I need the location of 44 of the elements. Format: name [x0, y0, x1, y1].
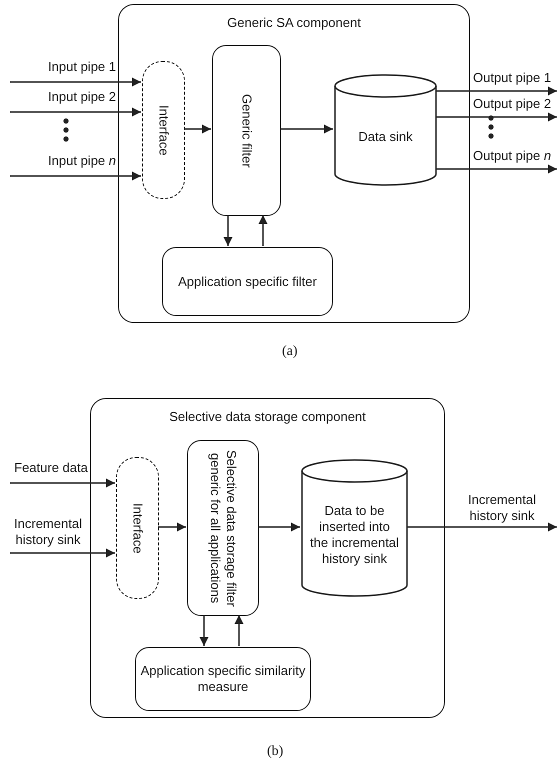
arrow — [10, 172, 141, 180]
arrow — [10, 108, 141, 116]
node-label: Data to be inserted into the incremental history sink — [309, 503, 400, 567]
arrow — [184, 124, 211, 134]
panel-caption: (a) — [282, 343, 298, 361]
arrow — [258, 215, 268, 246]
edge-label: Input pipe 2 — [48, 89, 116, 105]
arrow — [407, 522, 557, 532]
arrow — [10, 78, 141, 86]
arrow — [436, 86, 557, 96]
node-label: Application specific filter — [178, 274, 317, 290]
node-label: Application specific similarity measure — [140, 663, 306, 695]
component-panel — [118, 4, 470, 323]
component-title: Selective data storage component — [169, 409, 366, 425]
arrow — [10, 478, 115, 488]
similarity-box — [135, 647, 311, 711]
component-panel — [90, 398, 445, 718]
node-label: Data sink — [358, 129, 413, 145]
node-label: Interface — [156, 104, 172, 156]
arrow — [280, 124, 333, 134]
component-title: Generic SA component — [227, 15, 361, 31]
edge-label: Output pipe n — [473, 148, 552, 164]
arrow — [10, 548, 115, 558]
edge-label: Input pipe 1 — [48, 59, 116, 75]
edge-label: Output pipe 1 — [473, 70, 552, 86]
node-label: Interface — [130, 502, 146, 554]
edge-label: Incremental history sink — [13, 516, 83, 548]
arrow — [436, 164, 557, 174]
edge-label: Input pipe n — [48, 153, 116, 169]
filter-box — [162, 247, 333, 316]
arrow — [436, 112, 557, 122]
panel-caption: (b) — [267, 743, 284, 761]
arrow — [258, 522, 300, 532]
node-label: Selective data storage filter generic for all applications — [207, 448, 239, 609]
arrow — [158, 522, 186, 532]
edge-label: Incremental history sink — [467, 492, 537, 524]
filter-box — [187, 440, 259, 616]
filter-box — [212, 45, 281, 216]
arrow — [200, 615, 208, 646]
node-label: Generic filter — [238, 94, 254, 168]
arrow — [224, 215, 232, 246]
edge-label: Output pipe 2 — [473, 96, 552, 112]
edge-label: Feature data — [14, 460, 88, 476]
arrow — [234, 615, 244, 646]
